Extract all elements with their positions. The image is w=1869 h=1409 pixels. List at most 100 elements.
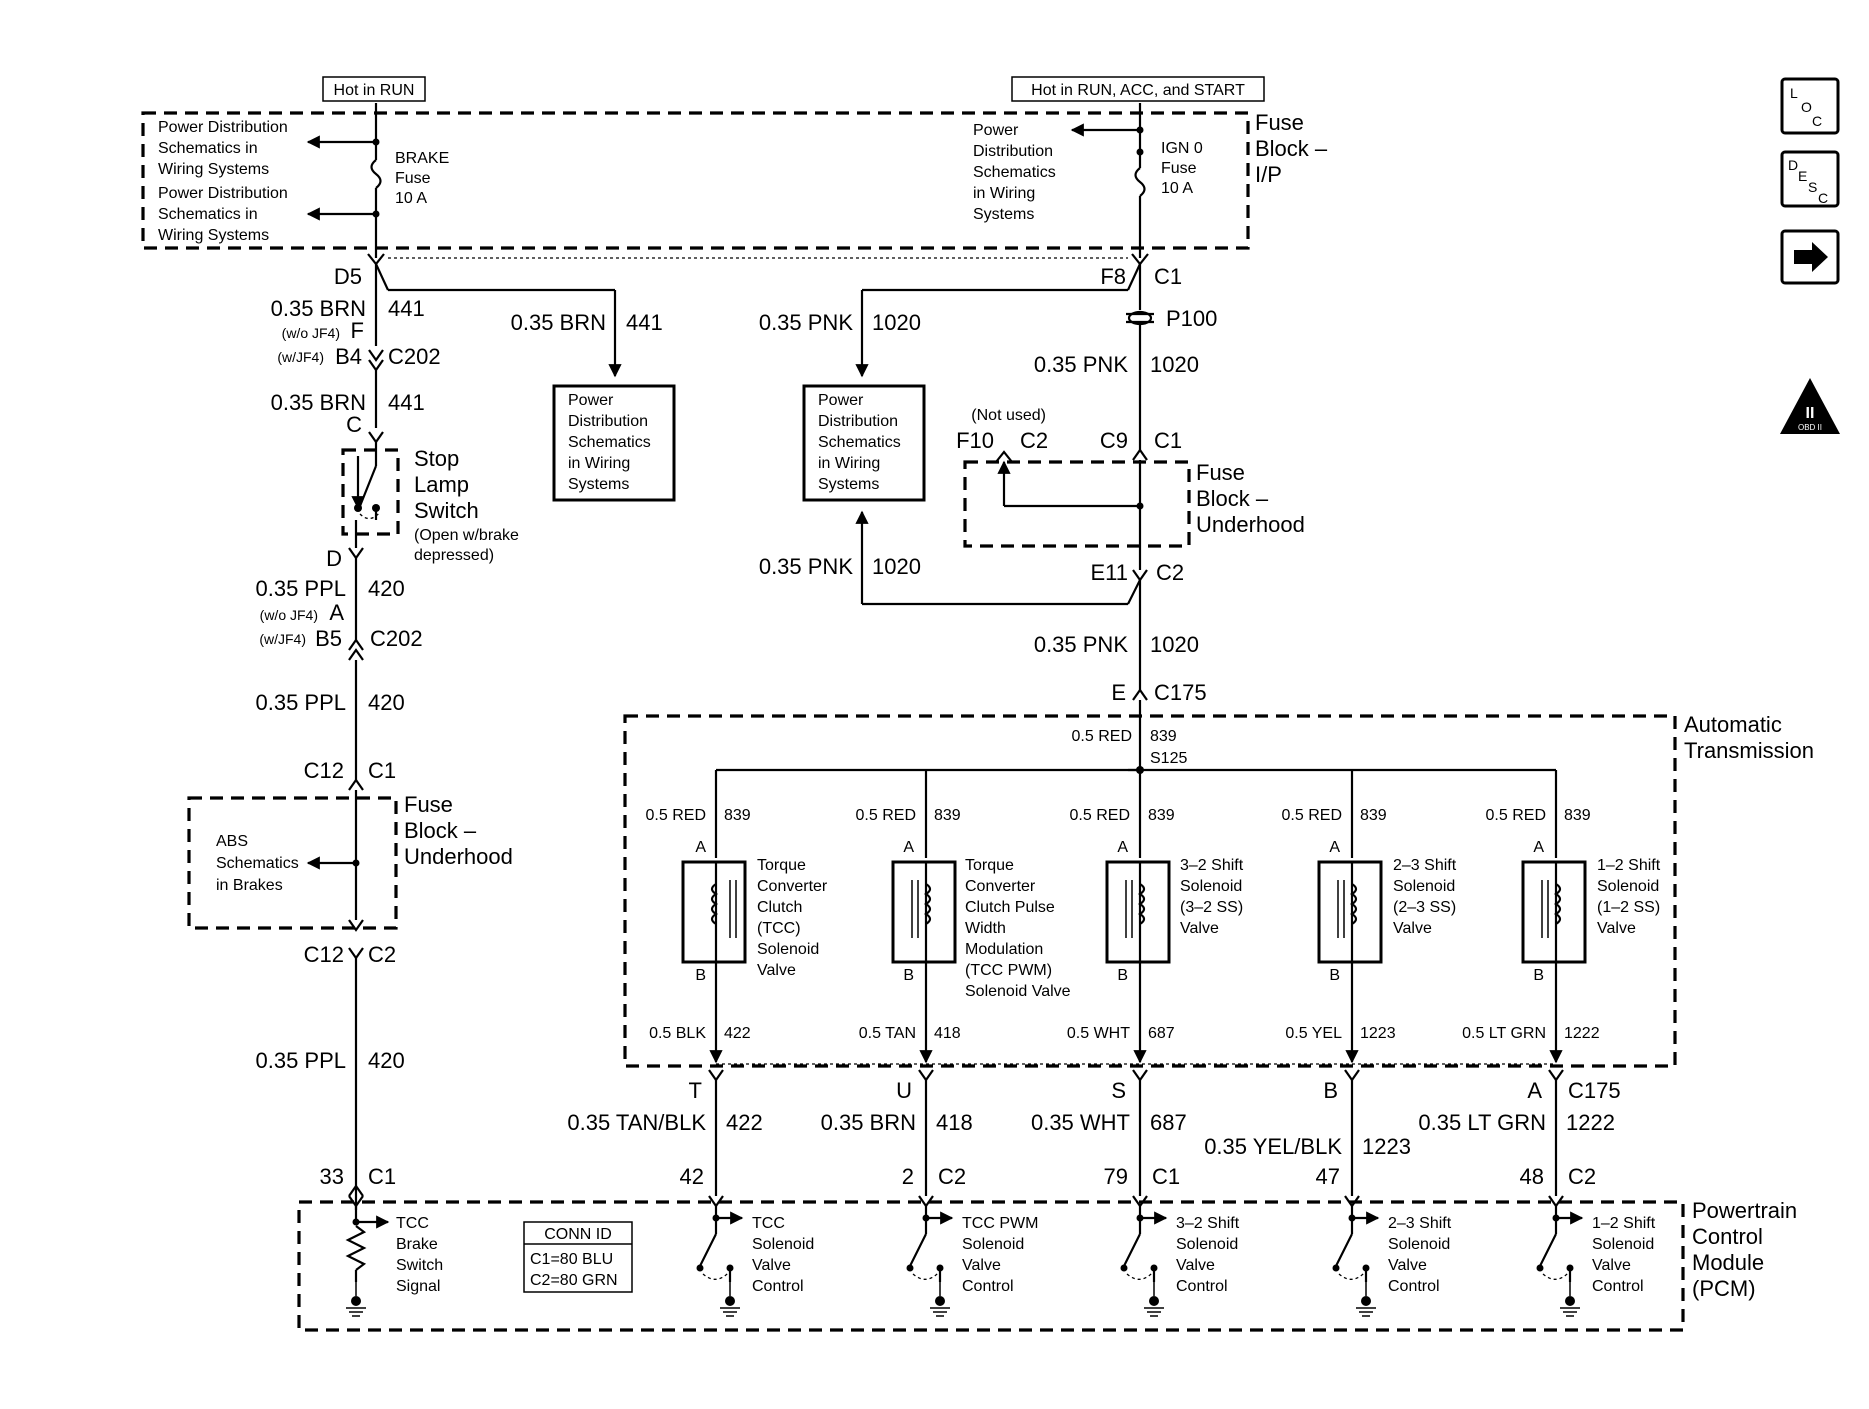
svg-text:F10: F10 [956,428,994,453]
svg-text:Stop: Stop [414,446,459,471]
svg-text:C1: C1 [368,1164,396,1189]
solenoid-tcc: 0.5 RED 839 A B Torque Converter Clutch … [646,770,828,1064]
pd-box-1: Power Distribution Schematics in Wiring … [552,384,676,502]
pcm-pin-labels: 42 2 C2 79 C1 47 48 C2 [680,1164,1597,1189]
svg-text:C12: C12 [304,758,344,783]
svg-text:Block –: Block – [1255,136,1328,161]
svg-text:(TCC): (TCC) [757,920,801,937]
svg-text:Converter: Converter [757,878,828,895]
svg-text:Block –: Block – [404,818,477,843]
svg-text:C1: C1 [1154,428,1182,453]
transmission-title: Automatic Transmission [1684,712,1814,763]
svg-text:C1: C1 [368,758,396,783]
svg-text:BRAKE: BRAKE [395,150,449,167]
svg-text:420: 420 [368,576,405,601]
svg-text:depressed): depressed) [414,547,494,564]
svg-text:Clutch: Clutch [757,899,802,916]
svg-text:47: 47 [1316,1164,1340,1189]
svg-text:A: A [1533,839,1544,856]
svg-text:0.35 PPL: 0.35 PPL [255,1048,346,1073]
svg-text:B: B [1329,967,1340,984]
next-arrow-icon[interactable] [1780,229,1840,285]
svg-text:10 A: 10 A [1161,180,1193,197]
svg-text:in Wiring: in Wiring [568,455,630,472]
svg-text:0.35 PPL: 0.35 PPL [255,690,346,715]
svg-text:IGN 0: IGN 0 [1161,140,1203,157]
svg-text:0.5 YEL: 0.5 YEL [1285,1025,1342,1042]
svg-text:687: 687 [1148,1025,1175,1042]
svg-text:Switch: Switch [396,1257,443,1274]
desc-icon[interactable]: D E S C [1780,150,1840,208]
svg-text:(w/JF4): (w/JF4) [277,349,324,365]
svg-text:L: L [1790,85,1798,101]
svg-text:C2: C2 [1568,1164,1596,1189]
loc-icon[interactable]: L O C [1780,77,1840,135]
fuse-block-ip-box [141,111,1250,250]
svg-text:B4: B4 [335,344,362,369]
svg-text:C9: C9 [1100,428,1128,453]
svg-text:Switch: Switch [414,498,479,523]
svg-text:Distribution: Distribution [818,413,898,430]
svg-text:(w/o JF4): (w/o JF4) [282,325,340,341]
svg-text:Solenoid: Solenoid [752,1236,814,1253]
pcm-3-2-shift-control: 3–2 Shift Solenoid Valve Control [1120,1195,1240,1317]
svg-text:Fuse: Fuse [1255,110,1304,135]
svg-text:Valve: Valve [752,1257,791,1274]
svg-text:Valve: Valve [1180,920,1219,937]
svg-text:Underhood: Underhood [404,844,513,869]
svg-text:1–2 Shift: 1–2 Shift [1592,1215,1656,1232]
svg-text:B5: B5 [315,626,342,651]
svg-text:Fuse: Fuse [395,170,431,187]
middle-branch-wire: 0.35 BRN 441 [375,263,663,378]
svg-text:Control: Control [1388,1278,1440,1295]
svg-text:Width: Width [965,920,1006,937]
svg-text:0.35 PNK: 0.35 PNK [759,554,853,579]
svg-text:Control: Control [1176,1278,1228,1295]
svg-text:F: F [351,318,364,343]
pd-left-2-label: Power Distribution Schematics in Wiring … [158,185,288,244]
svg-text:(3–2 SS): (3–2 SS) [1180,899,1243,916]
svg-text:C202: C202 [388,344,441,369]
svg-text:441: 441 [626,310,663,335]
svg-text:Wiring Systems: Wiring Systems [158,161,269,178]
svg-text:Solenoid: Solenoid [1597,878,1659,895]
svg-text:in Brakes: in Brakes [216,877,283,894]
svg-text:Modulation: Modulation [965,941,1043,958]
svg-text:(w/o JF4): (w/o JF4) [260,607,318,623]
svg-text:Valve: Valve [757,962,796,979]
svg-text:0.5 RED: 0.5 RED [1486,807,1546,824]
svg-text:Systems: Systems [568,476,629,493]
ign-fuse-circuit [1070,103,1146,258]
pd-right-label: Power Distribution Schematics in Wiring … [973,122,1056,223]
svg-text:Fuse: Fuse [1161,160,1197,177]
svg-text:Fuse: Fuse [404,792,453,817]
left-chain-labels: D5 0.35 BRN 441 (w/o JF4) F (w/JF4) B4 C… [216,264,519,1189]
svg-text:D5: D5 [334,264,362,289]
svg-text:839: 839 [1148,807,1175,824]
svg-text:Valve: Valve [1176,1257,1215,1274]
svg-text:79: 79 [1104,1164,1128,1189]
svg-text:Block –: Block – [1196,486,1269,511]
svg-text:TCC PWM: TCC PWM [962,1215,1038,1232]
svg-text:0.35 BRN: 0.35 BRN [511,310,606,335]
svg-text:Solenoid Valve: Solenoid Valve [965,983,1071,1000]
svg-text:0.35 BRN: 0.35 BRN [271,296,366,321]
svg-text:S: S [1808,179,1817,195]
svg-text:F8: F8 [1100,264,1126,289]
conn-id-box: CONN ID C1=80 BLU C2=80 GRN [523,1221,633,1293]
svg-text:C202: C202 [370,626,423,651]
svg-text:Wiring Systems: Wiring Systems [158,227,269,244]
svg-text:Valve: Valve [1592,1257,1631,1274]
svg-text:0.35 PNK: 0.35 PNK [1034,352,1128,377]
svg-text:1020: 1020 [1150,632,1199,657]
svg-text:0.35 LT GRN: 0.35 LT GRN [1418,1110,1546,1135]
svg-text:687: 687 [1150,1110,1187,1135]
svg-text:Schematics in: Schematics in [158,140,258,157]
svg-text:420: 420 [368,690,405,715]
svg-text:Power Distribution: Power Distribution [158,185,288,202]
svg-text:I/P: I/P [1255,162,1282,187]
svg-text:Power Distribution: Power Distribution [158,119,288,136]
svg-text:E: E [1111,680,1126,705]
svg-text:Control: Control [1592,1278,1644,1295]
svg-text:B: B [1323,1078,1338,1103]
